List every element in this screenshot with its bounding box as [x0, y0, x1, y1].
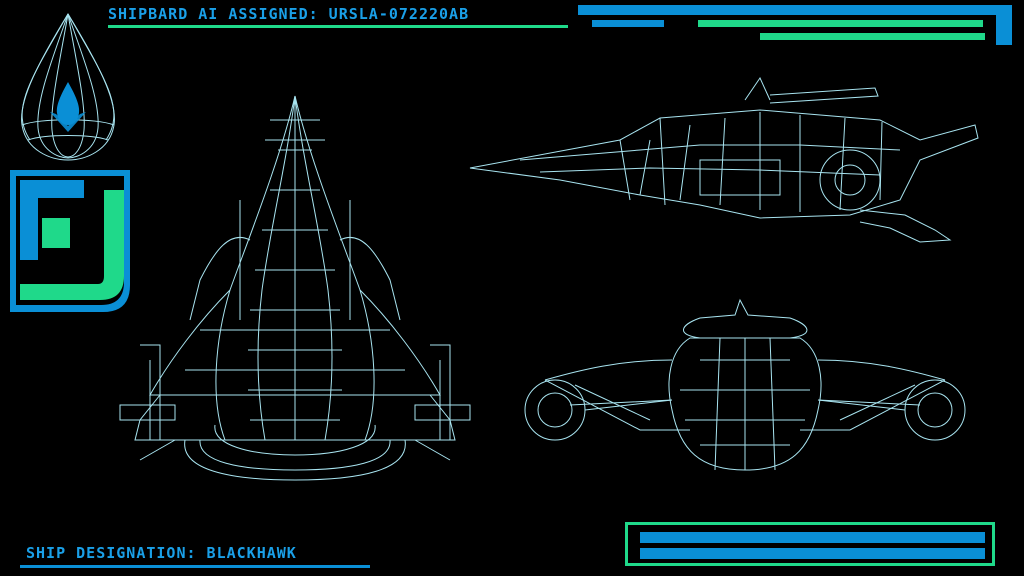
droplet-emblem-icon [21, 13, 115, 161]
front-view-wireframe [524, 298, 966, 471]
top-bar-blue-short [592, 20, 664, 27]
designation-underline [20, 565, 370, 568]
corner-bracket-logo-icon [10, 170, 130, 312]
top-view-wireframe [119, 95, 471, 481]
top-bar-green-2 [760, 33, 985, 40]
top-bar-blue-vertical [996, 5, 1012, 45]
bottom-bar-blue-2 [640, 548, 985, 559]
bottom-frame [625, 522, 995, 566]
side-view-wireframe [469, 76, 979, 243]
bottom-bar-blue-1 [640, 532, 985, 543]
ship-designation-title: SHIP DESIGNATION: BLACKHAWK [26, 544, 297, 562]
title-underline [108, 25, 568, 28]
top-bar-green-1 [698, 20, 983, 27]
top-bar-blue-long [578, 5, 998, 15]
ai-assigned-title: SHIPBARD AI ASSIGNED: URSLA-072220AB [108, 5, 470, 23]
